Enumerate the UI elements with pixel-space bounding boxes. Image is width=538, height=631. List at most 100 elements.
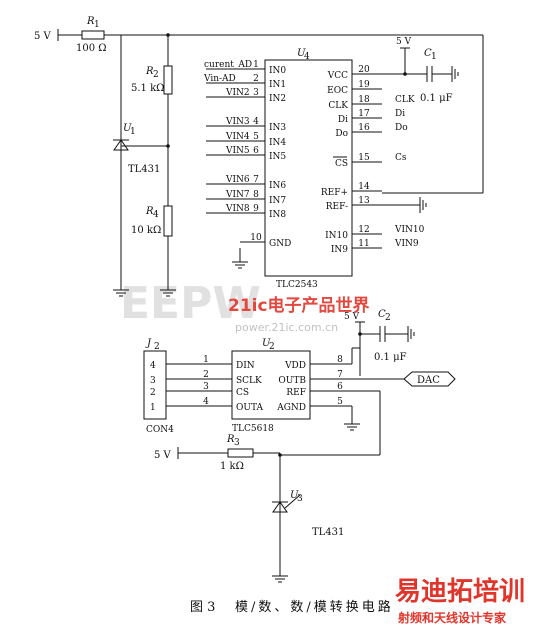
- ground-icon: [160, 289, 176, 297]
- u4-pin-name: IN8: [269, 210, 286, 220]
- capacitor-c1: C 1 0.1 μF: [420, 48, 453, 104]
- u2-body: [231, 350, 311, 420]
- u2-pin-name: SCLK: [236, 376, 262, 386]
- u2-sub: 2: [269, 342, 275, 352]
- u4-net-label: curent_AD: [204, 60, 252, 70]
- dac-net-label: DAC: [403, 371, 456, 387]
- u1-part: TL431: [128, 164, 160, 175]
- caption-title: 模/数、数/模转换电路: [235, 599, 394, 615]
- supply-5v-bottom: 5 V: [154, 447, 228, 461]
- u1-sub: 1: [130, 127, 136, 137]
- u2-pin-name: REF: [286, 388, 306, 398]
- u4-pin-name: REF-: [326, 202, 348, 212]
- u4-net-label: VIN5: [225, 146, 250, 156]
- u4-pin-number: 9: [253, 204, 259, 214]
- u2-pin-name: DIN: [236, 361, 255, 371]
- u2-pin-name: AGND: [276, 403, 306, 413]
- u2-pin-number: 3: [203, 382, 209, 392]
- u4-net-label: CLK: [395, 95, 415, 105]
- u4-pin-name: IN6: [269, 181, 286, 191]
- r2-value: 5.1 kΩ: [131, 83, 164, 94]
- u4-pin-number: 19: [358, 80, 370, 90]
- watermark-site: 易迪拓培训 射频和天线设计专家: [395, 577, 525, 625]
- u4-pin-number: 15: [358, 153, 370, 163]
- watermark-site-sub: 射频和天线设计专家: [397, 610, 507, 625]
- u4-net-label: Cs: [395, 153, 407, 163]
- u4-pin-number: 4: [253, 117, 259, 127]
- u2-vdd-label: 5 V: [344, 312, 360, 322]
- r2-body: [163, 65, 173, 95]
- watermark-eepw-logo: EEPW: [120, 278, 261, 329]
- u4-pin-name: IN3: [269, 123, 286, 133]
- dac-label: DAC: [417, 375, 440, 386]
- u3-part: TL431: [312, 527, 344, 538]
- u4-pin-number: 12: [358, 225, 369, 235]
- u4-net-label: VIN3: [225, 117, 250, 127]
- u4-pin-name: Do: [335, 129, 348, 139]
- zener-u1: U 1 TL431: [113, 123, 168, 175]
- r4-sub: 4: [153, 210, 159, 220]
- u2-pin-name: CS: [236, 388, 249, 398]
- u4-part: TLC2543: [276, 280, 318, 290]
- ground-icon: [113, 289, 129, 297]
- watermark-21ic: EEPW 21ic电子产品世界 power.21ic.com.cn: [120, 278, 370, 334]
- r4-body: [163, 205, 173, 237]
- figure-caption: 图 3 模/数、数/模转换电路: [190, 599, 394, 615]
- zener-u3: U 3 TL431: [272, 490, 344, 538]
- u2-pin-name: VDD: [284, 361, 306, 371]
- u4-net-label: VIN8: [225, 204, 250, 214]
- c1-ref: C: [424, 48, 432, 59]
- c1-value: 0.1 μF: [420, 93, 453, 104]
- u3-ref: U: [290, 490, 299, 501]
- u2-pin-number: 2: [203, 370, 209, 380]
- u4-ref: U: [297, 48, 306, 59]
- j2-part: CON4: [146, 425, 174, 435]
- u4-pin-name: CS: [335, 159, 348, 169]
- u2-pin-number: 1: [203, 355, 209, 365]
- u2-pin-number: 4: [203, 397, 209, 407]
- supply-label-bottom: 5 V: [154, 450, 172, 461]
- ground-icon: [451, 66, 459, 82]
- resistor-r2: R 2 5.1 kΩ: [131, 65, 173, 95]
- c1-sub: 1: [431, 52, 437, 62]
- u4-net-label: VIN10: [394, 225, 425, 235]
- resistor-r4: R 4 10 kΩ: [131, 205, 173, 237]
- u4-pin-name: CLK: [328, 101, 348, 111]
- u1-ref: U: [123, 123, 132, 134]
- r4-ref: R: [145, 206, 154, 217]
- r3-body: [227, 448, 254, 458]
- ground-icon: [272, 575, 288, 583]
- u4-pin-number: 2: [253, 74, 259, 84]
- watermark-site-name: 易迪拓培训: [395, 577, 525, 607]
- u2-part: TLC5618: [232, 424, 274, 434]
- u4-pin-name: IN4: [269, 138, 286, 148]
- u2-pin-number: 8: [337, 355, 343, 365]
- u4-pin-name: IN9: [331, 245, 348, 255]
- ground-icon: [407, 326, 415, 342]
- u2-pin-number: 6: [337, 382, 343, 392]
- u4-pin-name: IN1: [269, 80, 286, 90]
- u4-pin-name: IN10: [325, 231, 348, 241]
- c2-value: 0.1 μF: [374, 352, 407, 363]
- u4-pin-name: IN0: [269, 66, 286, 76]
- j2-pin-number: 1: [150, 403, 156, 413]
- u4-pin-number: 17: [358, 109, 370, 119]
- r4-value: 10 kΩ: [131, 225, 161, 236]
- u4-pin-number: 10: [250, 233, 262, 243]
- u4-pin-number: 7: [253, 175, 259, 185]
- u4-pin-number: 5: [253, 132, 259, 142]
- capacitor-c2: C 2 0.1 μF: [374, 309, 407, 363]
- r2-ref: R: [145, 66, 154, 77]
- r1-value: 100 Ω: [76, 43, 107, 54]
- ground-icon: [419, 197, 427, 213]
- u4-right-pins: 20VCC19EOC18CLKCLK17DiDi16DoDo15CSCs14RE…: [321, 65, 425, 255]
- u4-pin-number: 20: [358, 65, 370, 75]
- u4-net-label: VIN2: [225, 88, 250, 98]
- watermark-url: power.21ic.com.cn: [235, 321, 338, 334]
- u4-pin-number: 16: [358, 123, 370, 133]
